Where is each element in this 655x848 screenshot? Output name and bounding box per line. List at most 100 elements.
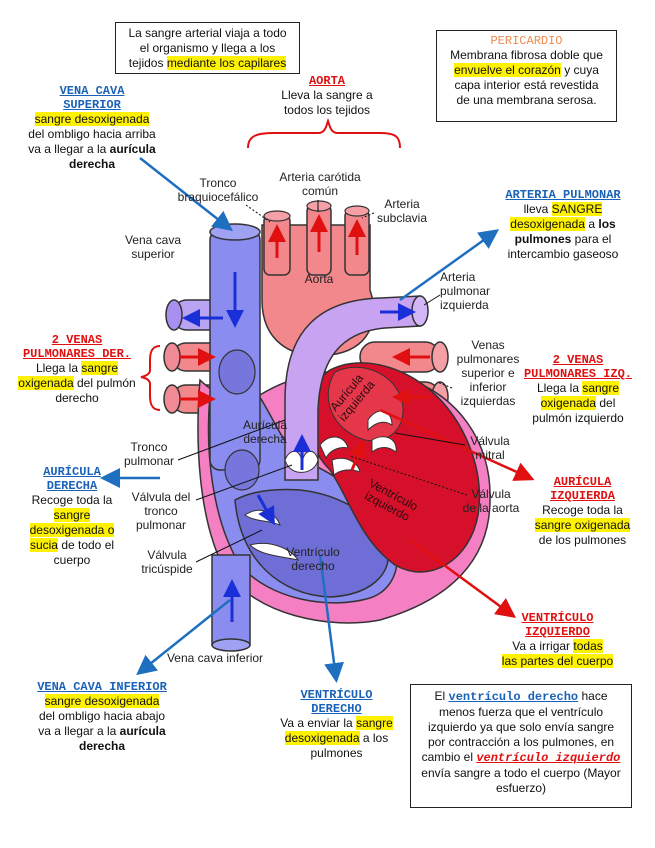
- label-vena-cava-superior: Vena cava superior: [118, 233, 188, 261]
- label-vcs-1: Vena cava: [124, 233, 182, 247]
- label-arteria-pulmonar-izquierda: Arteria pulmonar izquierda: [440, 270, 510, 312]
- ap-note: ARTERIA PULMONAR lleva SANGRE desoxigena…: [488, 188, 638, 262]
- vi-line1-hl: todas: [573, 639, 603, 653]
- vci-title: VENA CAVA INFERIOR: [37, 680, 167, 694]
- vcs-line3-bold: aurícula: [109, 142, 156, 156]
- label-tp-2: pulmonar: [123, 454, 175, 468]
- ad-title2: DERECHA: [46, 479, 98, 493]
- ad-title1: AURÍCULA: [43, 465, 101, 479]
- vpd-title2: PULMONARES DER.: [22, 347, 132, 361]
- label-vtp-1: Válvula del: [131, 490, 191, 504]
- vpi-line2: del: [596, 396, 616, 410]
- label-subclavia-1: Arteria: [384, 197, 420, 211]
- label-vcs-2: superior: [131, 247, 175, 261]
- aorta-bracket: [247, 117, 401, 149]
- ai-title2: IZQUIERDA: [550, 489, 615, 503]
- bottom-line4: por contracción a los pulmones, en: [427, 735, 615, 749]
- ap-line2-hl: desoxigenada: [510, 217, 586, 231]
- pericardio-highlight: envuelve el corazón: [454, 63, 561, 77]
- label-carotida-2: común: [301, 184, 339, 198]
- blue-flow-arrows: [182, 272, 416, 622]
- ap-line3-bold: pulmones: [514, 232, 572, 246]
- vpi-note: 2 VENAS PULMONARES IZQ. Llega la sangre …: [518, 353, 638, 426]
- label-valvula-aorta: Válvula de la aorta: [452, 487, 530, 515]
- top-note-line3: tejidos: [128, 56, 167, 70]
- label-vena-cava-inferior: Vena cava inferior: [160, 651, 270, 665]
- label-aorta: Aorta: [296, 272, 342, 286]
- aortic-valve: [319, 436, 361, 476]
- label-valvula-mitral: Válvula mitral: [460, 434, 520, 462]
- bottom-explanation-box: El ventrículo derecho hace menos fuerza …: [410, 684, 632, 808]
- vpi-title2: PULMONARES IZQ.: [523, 367, 633, 381]
- aorta-note: AORTA Lleva la sangre a todos los tejido…: [262, 74, 392, 118]
- vci-line2: del ombligo hacia abajo: [38, 709, 166, 723]
- vcs-line4: derecha: [68, 157, 116, 171]
- vi-note: VENTRÍCULO IZQUIERDO Va a irrigar todas …: [490, 611, 625, 669]
- label-vt-1: Válvula: [147, 548, 187, 562]
- top-note-line1: La sangre arterial viaja a todo: [128, 26, 287, 40]
- label-ad-2: derecha: [243, 432, 287, 446]
- pericardio-box: PERICARDIO Membrana fibrosa doble que en…: [436, 30, 617, 122]
- label-valvula-tronco-pulmonar: Válvula del tronco pulmonar: [122, 490, 200, 532]
- aorta-line2: todos los tejidos: [283, 103, 371, 117]
- ad-line3-hl: desoxigenada o: [29, 523, 115, 537]
- vcs-highlight: sangre desoxigenada: [34, 112, 150, 126]
- bottom-p1: El: [434, 689, 449, 703]
- ad-note: AURÍCULA DERECHA Recoge toda la sangre d…: [22, 465, 122, 568]
- ad-line2-hl: sangre: [53, 508, 91, 522]
- label-venas-pulmonares-izq: Venas pulmonares superior e inferior izq…: [452, 338, 524, 408]
- label-vd-1: Ventrículo: [286, 545, 340, 559]
- bottom-vi: ventrículo izquierdo: [476, 751, 621, 765]
- bottom-line5: cambio el: [421, 750, 477, 764]
- vi-title2: IZQUIERDO: [525, 625, 590, 639]
- top-note-highlight: mediante los capilares: [166, 56, 287, 70]
- bottom-vd: ventrículo derecho: [448, 690, 579, 704]
- pericardio-title: PERICARDIO: [490, 34, 563, 48]
- vci-line3-bold: aurícula: [119, 724, 166, 738]
- vcs-title1: VENA CAVA: [59, 84, 125, 98]
- bottom-line3: izquierdo ya que solo envía sangre: [427, 720, 615, 734]
- top-note-line2: el organismo y llega a los: [139, 41, 276, 55]
- vpd-line2: del pulmón: [73, 376, 136, 390]
- label-tronco-pulmonar: Tronco pulmonar: [118, 440, 180, 468]
- label-vt-2: tricúspide: [141, 562, 193, 576]
- left-pulmonary-artery-end: [411, 295, 429, 327]
- pericardio-line3: capa interior está revestida: [454, 78, 599, 92]
- vpi-line1-hl: sangre: [582, 381, 620, 395]
- label-tp-1: Tronco: [130, 440, 168, 454]
- vpi-line3: pulmón izquierdo: [532, 411, 624, 425]
- vpd-line3: derecho: [55, 391, 99, 405]
- ap-line1: lleva: [523, 202, 552, 216]
- label-aorta-text: Aorta: [304, 272, 334, 286]
- pericardio-line1: Membrana fibrosa doble que: [450, 48, 603, 62]
- ad-line4: de todo el: [57, 538, 115, 552]
- vi-title1: VENTRÍCULO: [521, 611, 594, 625]
- label-api-2: pulmonar: [440, 284, 491, 298]
- callout-arrows-blue: [100, 157, 500, 683]
- ivc-opening: [224, 449, 260, 491]
- label-ventriculo-derecho: Ventrículo derecho: [278, 545, 348, 573]
- ap-line4: intercambio gaseoso: [507, 247, 619, 261]
- bottom-line2: menos fuerza que el ventrículo: [438, 705, 604, 719]
- vpd-line1-hl: sangre: [81, 361, 119, 375]
- vd-line1-hl: sangre: [356, 716, 393, 730]
- ad-line5: cuerpo: [53, 553, 91, 567]
- label-va-1: Válvula: [471, 487, 511, 501]
- label-subclavia: Arteria subclavia: [372, 197, 432, 225]
- vci-note: VENA CAVA INFERIOR sangre desoxigenada d…: [22, 680, 182, 754]
- tricuspid-valve: [244, 509, 300, 561]
- label-vp-5: izquierdas: [460, 394, 516, 408]
- red-flow-arrows: [180, 214, 430, 471]
- ad-line4-hl: sucia: [29, 538, 58, 552]
- label-va-2: de la aorta: [462, 501, 520, 515]
- vpi-title1: 2 VENAS: [552, 353, 604, 367]
- ai-line2-hl: sangre oxigenada: [534, 518, 631, 532]
- vd-title2: DERECHO: [311, 702, 362, 716]
- vi-line2-hl: las partes del cuerpo: [501, 654, 614, 668]
- label-vp-1: Venas: [471, 338, 505, 352]
- pericardio-line2: y cuya: [560, 63, 599, 77]
- vpd-line1: Llega la: [35, 361, 82, 375]
- vd-line3: pulmones: [310, 746, 363, 760]
- label-vm-2: mitral: [475, 448, 505, 462]
